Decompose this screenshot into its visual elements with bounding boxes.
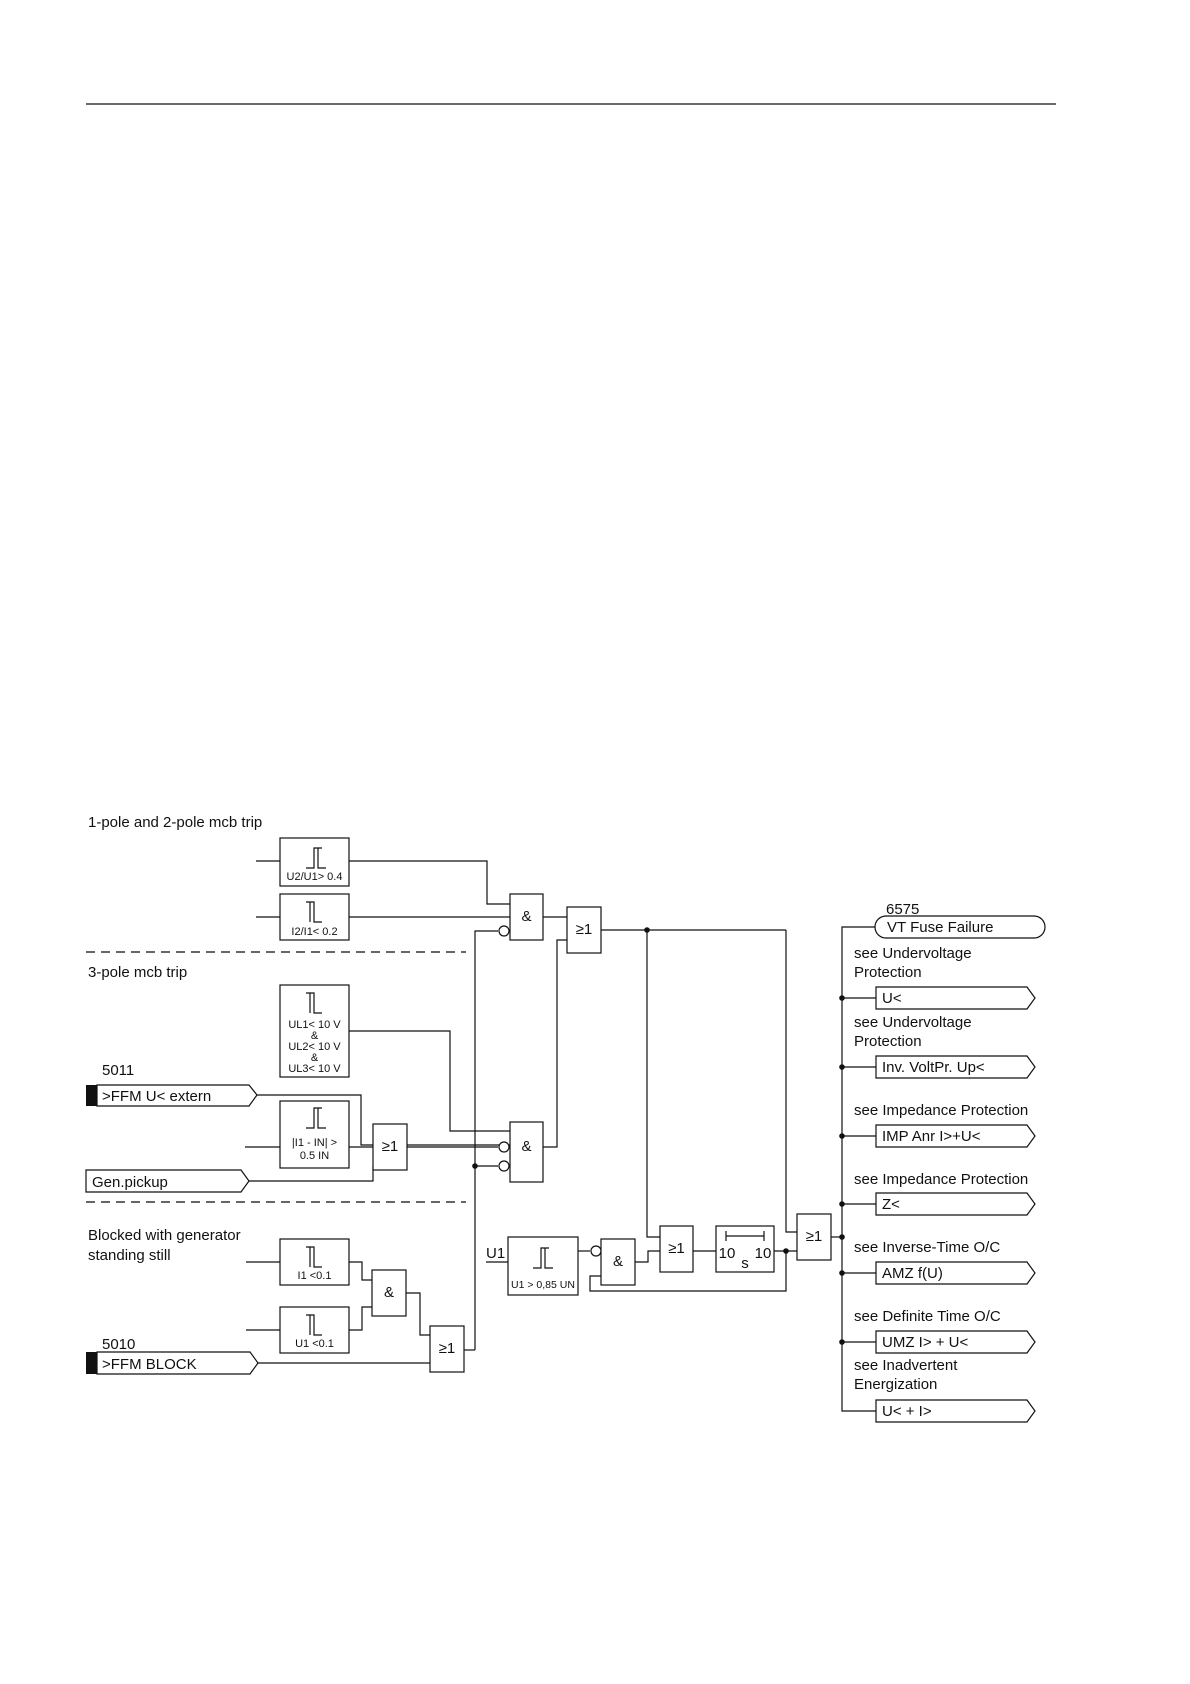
svg-text:≥1: ≥1 bbox=[382, 1138, 399, 1155]
output-impedance-1: see Impedance Protection IMP Anr I>+U< bbox=[854, 1102, 1036, 1148]
svg-text:see Definite Time O/C: see Definite Time O/C bbox=[854, 1308, 1001, 1325]
output-umz-label: UMZ I> + U< bbox=[882, 1334, 969, 1351]
label-u1-085: U1 > 0,85 UN bbox=[511, 1279, 575, 1291]
svg-text:≥1: ≥1 bbox=[576, 921, 593, 938]
output-vt-fuse-failure: 6575 VT Fuse Failure bbox=[874, 901, 1046, 939]
section-label-blocked-2: standing still bbox=[88, 1247, 171, 1264]
svg-text:&: & bbox=[521, 908, 531, 925]
section-label-mcb12: 1-pole and 2-pole mcb trip bbox=[88, 814, 262, 831]
label-ul-amp1: & bbox=[311, 1030, 319, 1042]
input-ffm-u-extern: 5011 >FFM U< extern bbox=[86, 1062, 258, 1107]
input-gen-pickup: Gen.pickup bbox=[85, 1169, 250, 1193]
input-gen-pickup-label: Gen.pickup bbox=[92, 1174, 168, 1191]
svg-text:≥1: ≥1 bbox=[439, 1340, 456, 1357]
label-u1: U1 <0.1 bbox=[295, 1338, 334, 1350]
input-ffm-u-label: >FFM U< extern bbox=[102, 1088, 211, 1105]
svg-text:see Inverse-Time O/C: see Inverse-Time O/C bbox=[854, 1239, 1000, 1256]
svg-text:≥1: ≥1 bbox=[806, 1228, 823, 1245]
input-ffm-block-label: >FFM BLOCK bbox=[102, 1356, 197, 1373]
label-i1: I1 <0.1 bbox=[298, 1270, 332, 1282]
or-gate-4: ≥1 bbox=[659, 1225, 694, 1273]
section-label-blocked-1: Blocked with generator bbox=[88, 1227, 241, 1244]
and-gate-1: & bbox=[509, 893, 544, 941]
junction-dots bbox=[472, 927, 845, 1345]
svg-text:see Undervoltage: see Undervoltage bbox=[854, 1014, 972, 1031]
output-vt-label: VT Fuse Failure bbox=[887, 919, 993, 936]
svg-text:Protection: Protection bbox=[854, 964, 922, 981]
input-ffm-u-number: 5011 bbox=[102, 1062, 134, 1079]
svg-text:see Inadvertent: see Inadvertent bbox=[854, 1357, 958, 1374]
output-inadvertent-energization: see Inadvertent Energization U< + I> bbox=[854, 1357, 1036, 1423]
output-u-i-label: U< + I> bbox=[882, 1403, 932, 1420]
svg-text:&: & bbox=[521, 1138, 531, 1155]
label-diff-1: |I1 - IN| > bbox=[292, 1137, 337, 1149]
label-ul1: UL1< 10 V bbox=[288, 1019, 341, 1031]
output-inverse-time: see Inverse-Time O/C AMZ f(U) bbox=[854, 1239, 1036, 1285]
label-diff-2: 0.5 IN bbox=[300, 1150, 329, 1162]
output-impedance-2: see Impedance Protection Z< bbox=[854, 1171, 1036, 1216]
svg-text:Energization: Energization bbox=[854, 1376, 937, 1393]
output-z-lt-label: Z< bbox=[882, 1196, 900, 1213]
svg-text:see Impedance Protection: see Impedance Protection bbox=[854, 1171, 1028, 1188]
label-ul2: UL2< 10 V bbox=[288, 1041, 341, 1053]
output-inv-voltpr-label: Inv. VoltPr. Up< bbox=[882, 1059, 985, 1076]
svg-text:see Impedance Protection: see Impedance Protection bbox=[854, 1102, 1028, 1119]
svg-text:see Undervoltage: see Undervoltage bbox=[854, 945, 972, 962]
input-ffm-block: 5010 >FFM BLOCK bbox=[86, 1336, 259, 1375]
output-definite-time: see Definite Time O/C UMZ I> + U< bbox=[854, 1308, 1036, 1354]
or-gate-2: ≥1 bbox=[372, 1123, 408, 1171]
threshold-block-u1-085: U1 > 0,85 UN bbox=[507, 1236, 579, 1296]
timer-value-b: 10 bbox=[755, 1245, 772, 1262]
threshold-block-diff: |I1 - IN| > 0.5 IN bbox=[279, 1100, 350, 1169]
output-amz-label: AMZ f(U) bbox=[882, 1265, 943, 1282]
output-u-lt-label: U< bbox=[882, 990, 902, 1007]
svg-text:&: & bbox=[613, 1253, 623, 1270]
svg-text:&: & bbox=[384, 1284, 394, 1301]
label-ul3: UL3< 10 V bbox=[288, 1063, 341, 1075]
and-gate-4: & bbox=[600, 1238, 636, 1286]
svg-text:Protection: Protection bbox=[854, 1033, 922, 1050]
negation-bubbles bbox=[498, 925, 602, 1257]
or-gate-1: ≥1 bbox=[566, 906, 602, 954]
or-gate-5: ≥1 bbox=[796, 1213, 832, 1261]
output-imp-anr-label: IMP Anr I>+U< bbox=[882, 1128, 981, 1145]
threshold-block-i1: I1 <0.1 bbox=[279, 1238, 350, 1286]
label-ul-amp2: & bbox=[311, 1052, 319, 1064]
timer-unit: s bbox=[741, 1255, 749, 1272]
timer-block: 10 10 s bbox=[715, 1225, 775, 1273]
and-gate-3: & bbox=[371, 1269, 407, 1317]
or-gate-3: ≥1 bbox=[429, 1325, 465, 1373]
output-vt-number: 6575 bbox=[886, 901, 919, 918]
label-u2u1: U2/U1> 0.4 bbox=[287, 871, 343, 883]
section-label-mcb3: 3-pole mcb trip bbox=[88, 964, 187, 981]
input-ffm-block-number: 5010 bbox=[102, 1336, 135, 1353]
input-u1-label: U1 bbox=[486, 1245, 505, 1262]
label-i2i1: I2/I1< 0.2 bbox=[291, 926, 337, 938]
threshold-block-i2i1: I2/I1< 0.2 bbox=[279, 893, 350, 941]
threshold-block-u1: U1 <0.1 bbox=[279, 1306, 350, 1354]
output-undervoltage-1: see Undervoltage Protection U< bbox=[854, 945, 1036, 1010]
output-undervoltage-2: see Undervoltage Protection Inv. VoltPr.… bbox=[854, 1014, 1036, 1079]
wires bbox=[245, 860, 876, 1412]
svg-text:≥1: ≥1 bbox=[668, 1240, 685, 1257]
threshold-block-u2u1: U2/U1> 0.4 bbox=[279, 837, 350, 887]
threshold-block-ul: UL1< 10 V & UL2< 10 V & UL3< 10 V bbox=[279, 984, 350, 1078]
timer-value-a: 10 bbox=[719, 1245, 736, 1262]
and-gate-2: & bbox=[509, 1121, 544, 1183]
